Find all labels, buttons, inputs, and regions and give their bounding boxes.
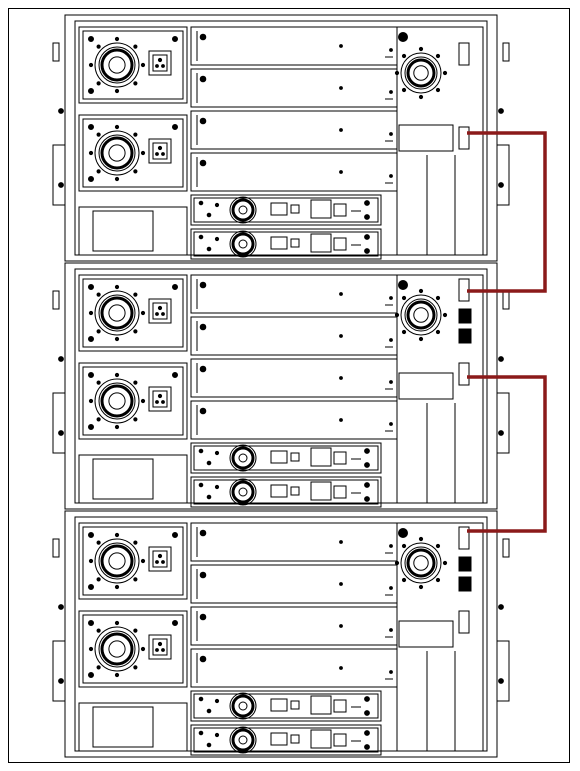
fan-icon xyxy=(394,536,448,590)
rack-ear-left xyxy=(52,640,66,702)
fan-icon xyxy=(394,288,448,342)
tape-drive xyxy=(190,476,382,508)
magazine-slot xyxy=(190,274,398,314)
magazine-slot xyxy=(190,564,398,604)
chassis-2 xyxy=(52,262,510,510)
power-supply xyxy=(78,610,188,688)
figure-frame xyxy=(8,8,570,763)
rack-ear-left xyxy=(52,144,66,206)
chassis-1 xyxy=(52,14,510,262)
connector-icon xyxy=(310,447,332,467)
blank-panel xyxy=(78,206,188,256)
expansion-port xyxy=(458,126,470,150)
rack-ear-right xyxy=(496,392,510,454)
expansion-port xyxy=(458,610,470,634)
connector-icon xyxy=(270,732,288,746)
magazine-slot xyxy=(190,316,398,356)
connector-icon xyxy=(310,199,332,219)
blank-panel xyxy=(78,702,188,752)
expansion-cable-2 xyxy=(467,375,547,533)
tape-drive xyxy=(190,724,382,756)
expansion-port xyxy=(458,362,470,386)
magazine-slot xyxy=(190,648,398,688)
power-inlet-icon xyxy=(148,50,172,76)
tape-drive xyxy=(190,194,382,226)
status-led-icon xyxy=(458,308,472,324)
status-led-icon xyxy=(458,328,472,344)
power-inlet-icon xyxy=(148,138,172,164)
power-supply xyxy=(78,114,188,192)
controller-module xyxy=(396,274,484,504)
connector-icon xyxy=(270,236,288,250)
controller-module xyxy=(396,26,484,256)
magazine-slot xyxy=(190,68,398,108)
chassis-3 xyxy=(52,510,510,758)
connector-icon xyxy=(310,729,332,749)
magazine-slot xyxy=(190,522,398,562)
expansion-cable-1 xyxy=(467,131,547,293)
connector-icon xyxy=(270,450,288,464)
magazine-slot xyxy=(190,358,398,398)
status-led-icon xyxy=(458,576,472,592)
magazine-slot xyxy=(190,606,398,646)
magazine-slot xyxy=(190,400,398,440)
fan-icon xyxy=(88,620,146,678)
expansion-port xyxy=(458,42,470,66)
power-supply xyxy=(78,362,188,440)
fan-icon xyxy=(88,124,146,182)
fan-icon xyxy=(88,532,146,590)
magazine-slot xyxy=(190,110,398,150)
fan-icon xyxy=(394,46,448,100)
power-inlet-icon xyxy=(148,634,172,660)
tape-drive xyxy=(190,228,382,260)
library-stack-diagram xyxy=(52,14,547,758)
connector-icon xyxy=(270,484,288,498)
magazine-slot xyxy=(190,152,398,192)
power-supply xyxy=(78,522,188,600)
fan-icon xyxy=(88,372,146,430)
magazine-slot xyxy=(190,26,398,66)
power-inlet-icon xyxy=(148,298,172,324)
tape-drive xyxy=(190,442,382,474)
power-inlet-icon xyxy=(148,386,172,412)
expansion-port xyxy=(458,526,470,550)
power-supply xyxy=(78,26,188,104)
controller-module xyxy=(396,522,484,752)
fan-icon xyxy=(88,36,146,94)
status-led-icon xyxy=(458,556,472,572)
connector-icon xyxy=(310,695,332,715)
rack-ear-right xyxy=(496,144,510,206)
fan-icon xyxy=(88,284,146,342)
power-supply xyxy=(78,274,188,352)
tape-drive xyxy=(190,690,382,722)
rack-ear-right xyxy=(496,640,510,702)
connector-icon xyxy=(270,202,288,216)
connector-icon xyxy=(310,233,332,253)
rack-ear-left xyxy=(52,392,66,454)
power-inlet-icon xyxy=(148,546,172,572)
connector-icon xyxy=(310,481,332,501)
connector-icon xyxy=(270,698,288,712)
blank-panel xyxy=(78,454,188,504)
